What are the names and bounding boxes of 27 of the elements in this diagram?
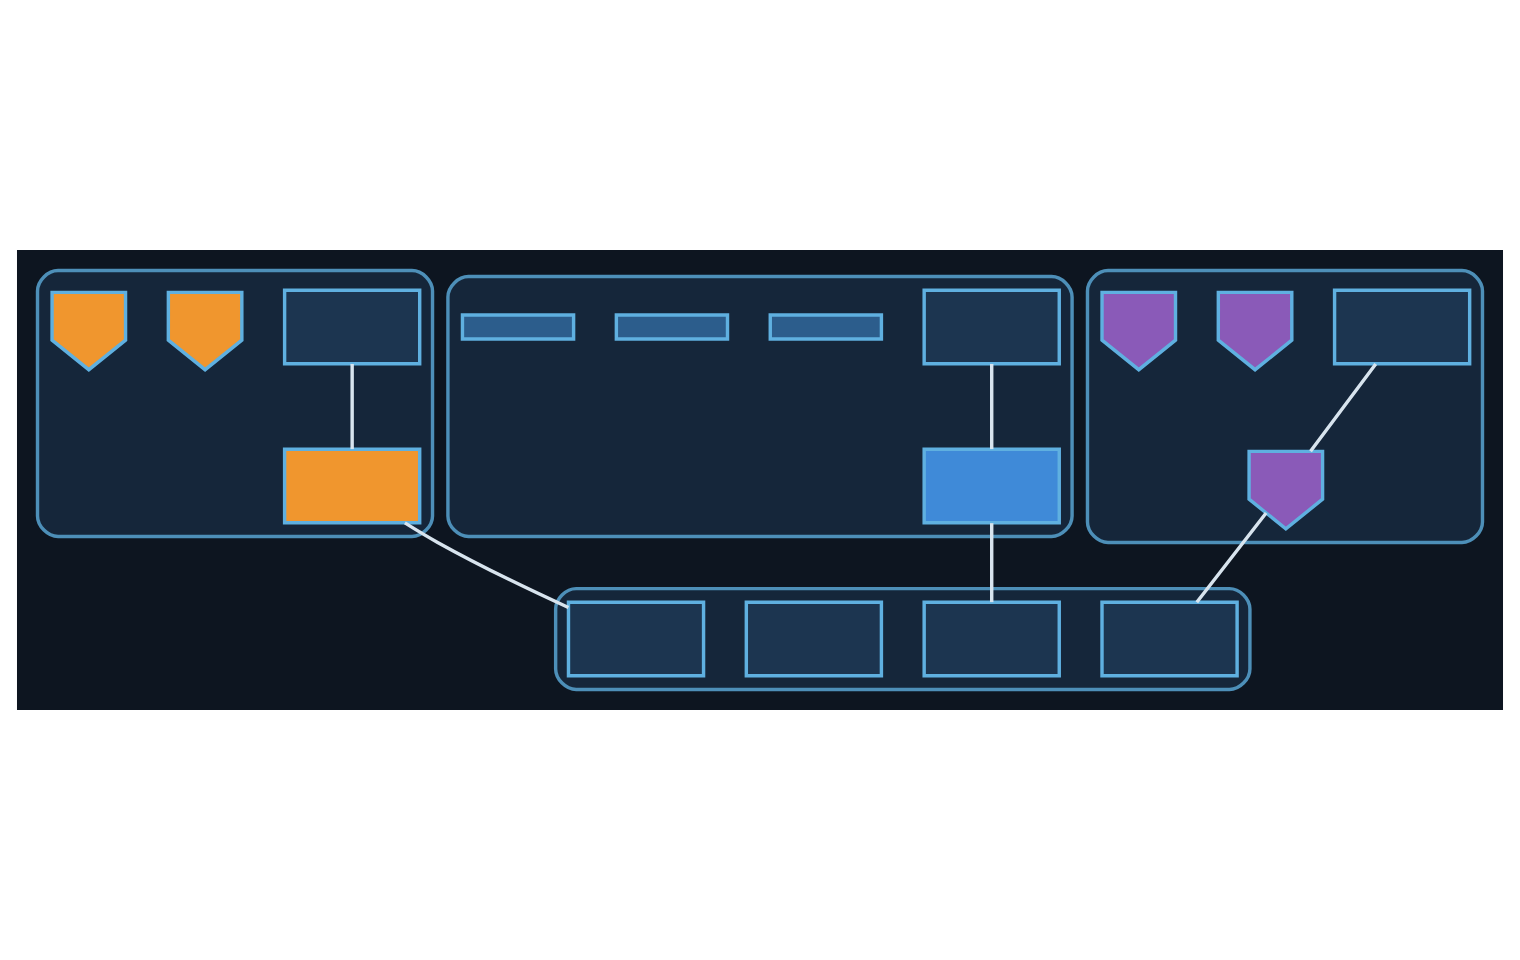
node-box [282, 288, 422, 366]
node-box [922, 600, 1061, 678]
connector [1195, 512, 1268, 604]
node-shield [1100, 290, 1178, 372]
node-shield [166, 290, 244, 372]
node-shield [1247, 449, 1325, 531]
node-shield [1216, 290, 1294, 372]
node-box [922, 447, 1061, 525]
connector [990, 363, 994, 450]
cluster [553, 586, 1252, 692]
connector [1309, 362, 1378, 453]
node-shield [50, 290, 128, 372]
node-bar [614, 313, 730, 341]
node-bar [460, 313, 576, 341]
cluster [446, 274, 1074, 539]
node-box [922, 288, 1061, 366]
connector [350, 363, 354, 450]
node-box [744, 600, 884, 678]
node-bar [768, 313, 884, 341]
node-box [1332, 288, 1472, 366]
cluster [35, 268, 435, 539]
cluster [1085, 268, 1485, 545]
node-box [282, 447, 422, 525]
node-box [1100, 600, 1239, 678]
connector [990, 523, 994, 603]
connector [404, 521, 570, 610]
node-box [566, 600, 706, 678]
